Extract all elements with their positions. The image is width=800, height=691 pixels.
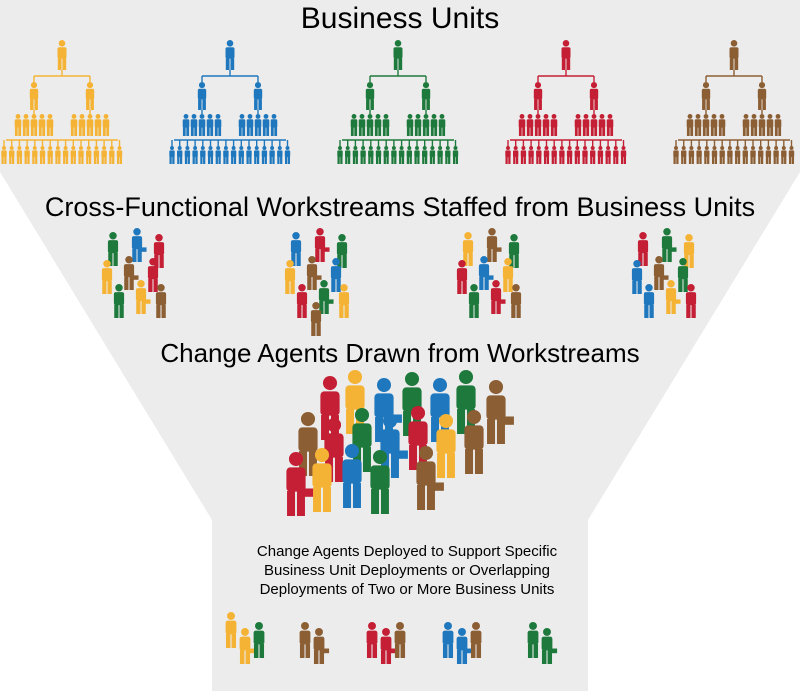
- change-agents-title: Change Agents Drawn from Workstreams: [160, 338, 640, 368]
- caption-line: Change Agents Deployed to Support Specif…: [256, 543, 558, 560]
- workstreams-title: Cross-Functional Workstreams Staffed fro…: [44, 192, 756, 222]
- business-units-title: Business Units: [300, 2, 500, 35]
- deployed-agents-caption: Change Agents Deployed to Support Specif…: [212, 542, 602, 599]
- caption-line: Deployments of Two or More Business Unit…: [259, 581, 555, 598]
- caption-line: Business Unit Deployments or Overlapping: [264, 562, 550, 579]
